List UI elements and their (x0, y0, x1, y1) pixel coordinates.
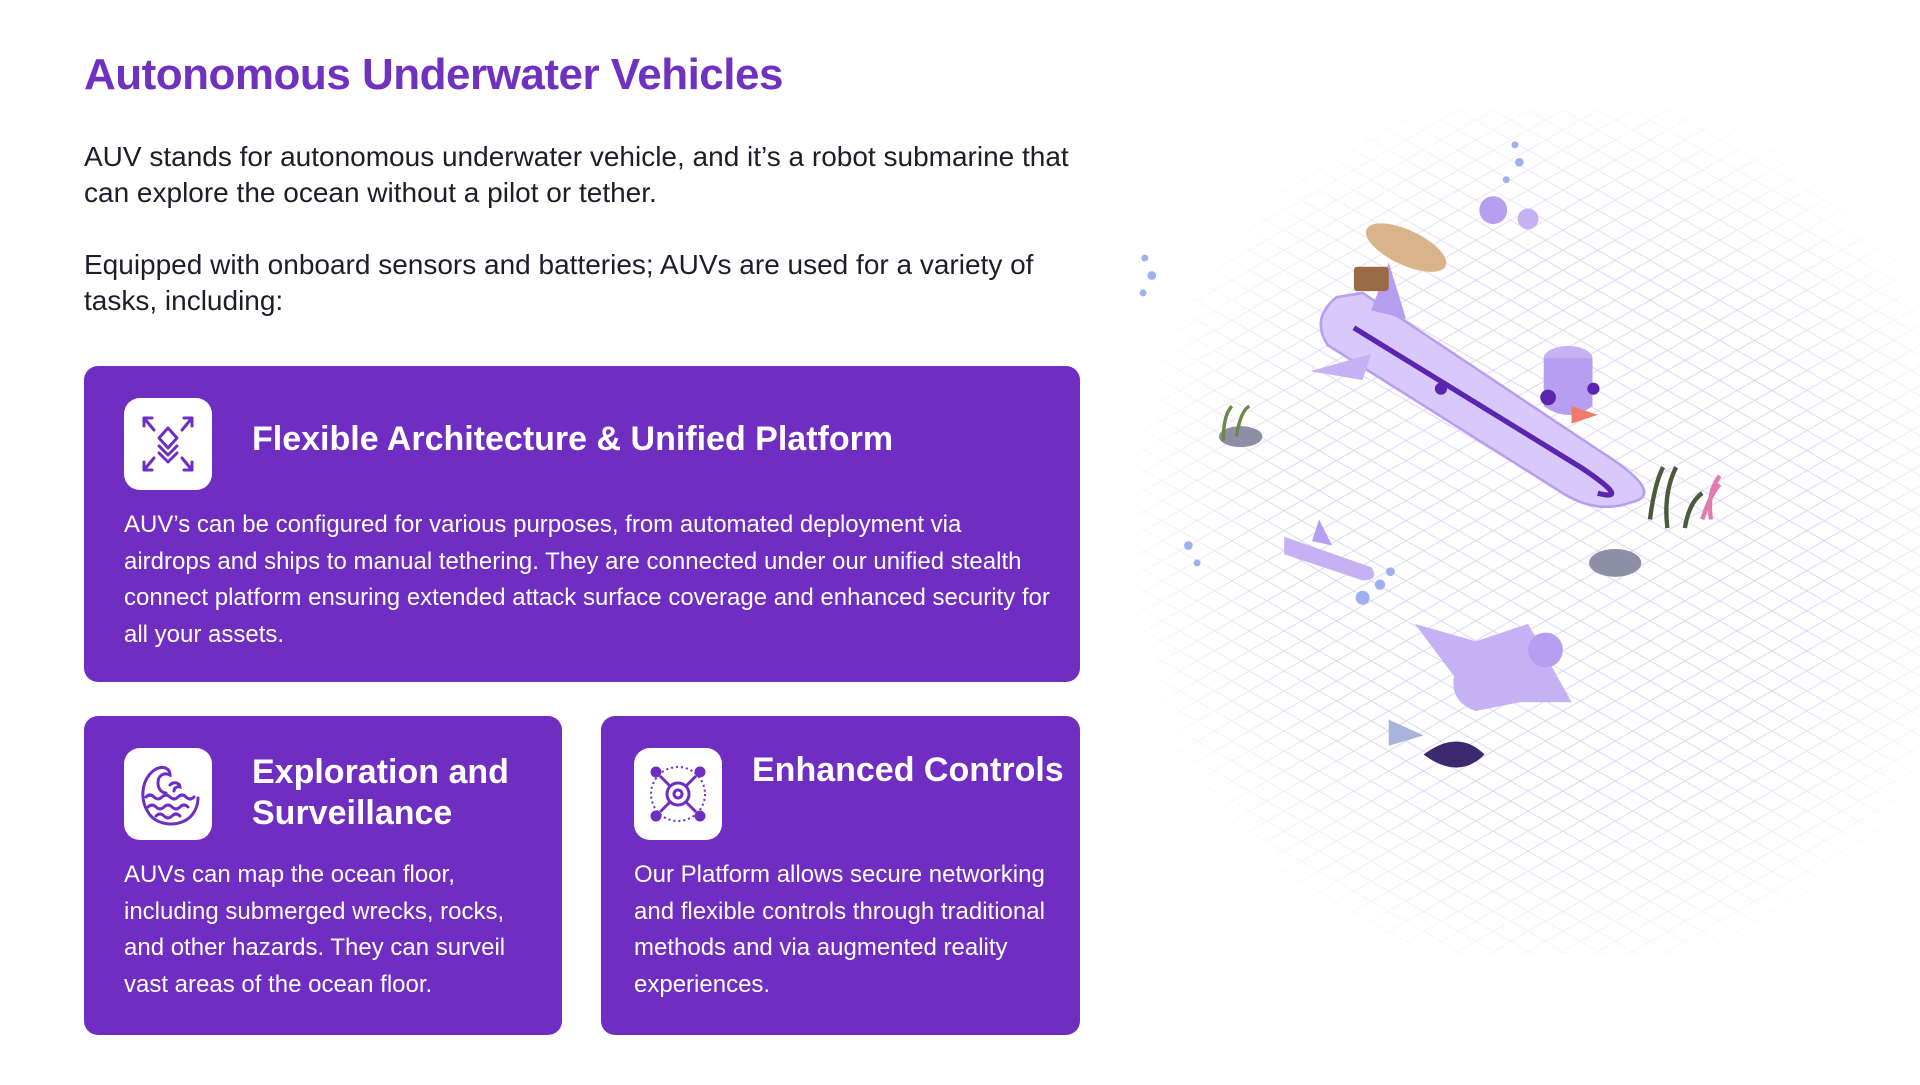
drone-icon (1479, 196, 1508, 225)
rock-icon (1589, 548, 1642, 577)
feature-card-enhanced-controls: Enhanced Controls Our Platform allows se… (601, 716, 1080, 1035)
stingray-icon (1423, 741, 1485, 768)
control-gear-icon (634, 748, 722, 840)
coral-icon (1700, 474, 1722, 521)
feature-card-flexible-architecture: Flexible Architecture & Unified Platform… (84, 366, 1080, 682)
boat-icon (1365, 223, 1447, 272)
card-title: Exploration and Surveillance (252, 753, 509, 832)
chest-icon (1353, 266, 1389, 292)
card-title: Enhanced Controls (752, 751, 1064, 789)
fish-icon (1571, 406, 1598, 424)
underwater-illustration (1110, 110, 1920, 1080)
intro-paragraph: Equipped with onboard sensors and batter… (84, 249, 1034, 316)
card-title: Flexible Architecture & Unified Platform (252, 420, 894, 458)
expand-layers-icon (124, 398, 212, 490)
card-body: Our Platform allows secure networking an… (634, 861, 1045, 998)
seaweed-icon (1647, 466, 1704, 529)
submarine-icon (1310, 262, 1646, 509)
mini-sub-icon (1284, 536, 1375, 581)
card-body: AUVs can map the ocean floor, including … (124, 861, 506, 998)
card-body: AUV’s can be configured for various purp… (124, 511, 1050, 648)
intro-paragraph: AUV stands for autonomous underwater veh… (84, 141, 1069, 208)
bubbles-icon (1139, 141, 1524, 605)
feature-card-exploration: Exploration and Surveillance AUVs can ma… (84, 716, 562, 1035)
fish-icon (1388, 719, 1424, 746)
ocean-wave-icon (124, 748, 212, 840)
page-title: Autonomous Underwater Vehicles (84, 50, 783, 99)
